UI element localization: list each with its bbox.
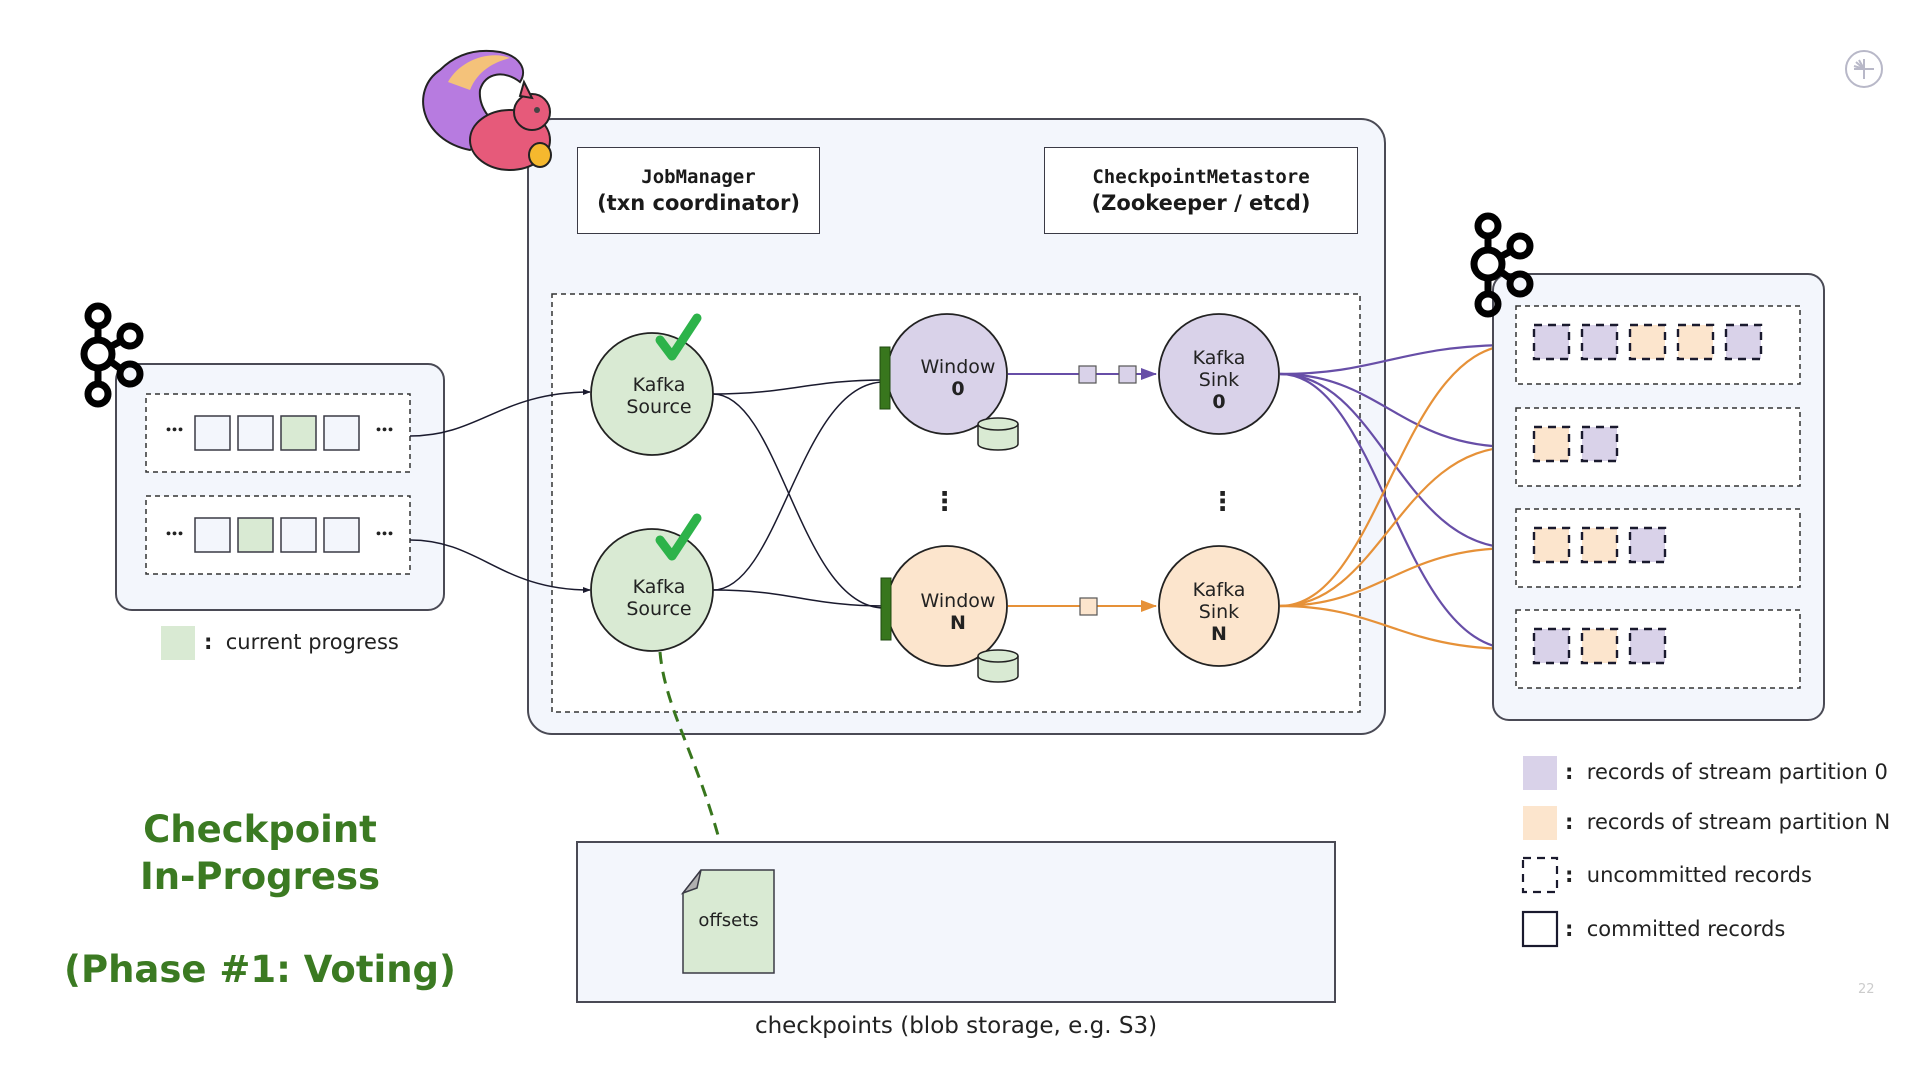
in-flight-record-pN	[1079, 597, 1098, 616]
state-database-icon	[977, 649, 1019, 683]
edge-sink-pN-to-partition-0	[1279, 339, 1515, 608]
legend-swatch-p0	[1523, 756, 1557, 790]
edge-sink-p0-to-partition-1	[1279, 372, 1515, 453]
edge-sink-pN-to-partition-3	[1279, 604, 1515, 655]
edge-input-p1-to-source-n	[409, 539, 591, 593]
in-flight-record-p0	[1078, 365, 1097, 384]
uncommitted-record-pN	[1532, 425, 1571, 463]
checkpoint-barrier-window-0	[879, 346, 891, 410]
checkmark-icon	[655, 513, 702, 561]
uncommitted-record-pN	[1532, 526, 1571, 564]
legend-committed-label: : committed records	[1565, 917, 1786, 941]
sink-ellipsis: ⋮	[1209, 487, 1236, 517]
input-record	[323, 517, 360, 553]
legend-swatch-pN	[1523, 806, 1557, 840]
input-record	[237, 517, 274, 553]
input-record	[194, 415, 231, 451]
job-manager-title: JobManager	[641, 166, 756, 188]
input-partition-0	[145, 393, 411, 473]
input-p1-ellipsis-right: •••	[374, 527, 394, 541]
kafka-icon	[1470, 212, 1534, 318]
uncommitted-record-p0	[1628, 627, 1667, 665]
company-logo-icon	[1845, 50, 1883, 88]
input-p0-ellipsis-right: •••	[374, 423, 394, 437]
input-p1-ellipsis-left: •••	[164, 527, 184, 541]
kafka-icon	[80, 302, 144, 408]
edge-input-p0-to-source-0	[409, 389, 591, 437]
job-manager-subtitle: (txn coordinator)	[597, 191, 800, 215]
uncommitted-record-p0	[1724, 323, 1763, 361]
offsets-file-label: offsets	[698, 910, 759, 931]
edge-sink-p0-to-partition-0	[1279, 339, 1515, 376]
input-record	[280, 517, 317, 553]
job-manager-box[interactable]: JobManager (txn coordinator)	[577, 147, 820, 234]
checkpoint-metastore-subtitle: (Zookeeper / etcd)	[1091, 191, 1311, 215]
kafka-sink-0[interactable]	[1158, 313, 1280, 435]
kafka-source-n[interactable]	[590, 528, 714, 652]
file-fold-icon	[680, 869, 702, 895]
legend-uncommitted-label: : uncommitted records	[1565, 863, 1812, 887]
state-database-icon	[977, 417, 1019, 451]
slide-subtitle: (Phase #1: Voting)	[64, 948, 456, 991]
input-record	[237, 415, 274, 451]
input-p0-ellipsis-left: •••	[164, 423, 184, 437]
uncommitted-record-p0	[1580, 425, 1619, 463]
checkpoint-metastore-title: CheckpointMetastore	[1092, 166, 1310, 188]
legend-pN-label: : records of stream partition N	[1565, 810, 1891, 834]
edge-sink-pN-to-partition-2	[1279, 542, 1515, 608]
edge-source-n-to-window-0	[712, 381, 885, 591]
checkpoint-storage-label: checkpoints (blob storage, e.g. S3)	[754, 1013, 1158, 1039]
edge-source-to-offsets	[658, 651, 726, 859]
edge-source-n-to-window-n	[712, 589, 885, 607]
window-ellipsis: ⋮	[931, 487, 958, 517]
checkmark-icon	[655, 313, 702, 361]
page-number: 22	[1858, 982, 1875, 997]
slide-title-line1: Checkpoint	[143, 808, 377, 851]
legend-progress-label: : current progress	[204, 630, 399, 654]
kafka-source-0[interactable]	[590, 332, 714, 456]
uncommitted-record-p0	[1532, 627, 1571, 665]
edge-source-0-to-window-0	[712, 379, 885, 395]
input-record	[194, 517, 231, 553]
uncommitted-record-pN	[1628, 323, 1667, 361]
input-partition-1	[145, 495, 411, 575]
edge-sink-p0-to-partition-3	[1279, 372, 1515, 655]
input-record	[323, 415, 360, 451]
edge-sink-pN-to-partition-1	[1279, 441, 1515, 608]
uncommitted-record-p0	[1628, 526, 1667, 564]
uncommitted-record-pN	[1580, 627, 1619, 665]
legend-p0-label: : records of stream partition 0	[1565, 760, 1888, 784]
kafka-sink-n[interactable]	[1158, 545, 1280, 667]
flink-squirrel-icon	[422, 49, 552, 171]
legend-progress-swatch	[161, 626, 195, 660]
checkpoint-metastore-box[interactable]: CheckpointMetastore (Zookeeper / etcd)	[1044, 147, 1358, 234]
uncommitted-record-pN	[1676, 323, 1715, 361]
edge-sink-p0-to-partition-2	[1279, 372, 1515, 554]
input-record	[280, 415, 317, 451]
checkpoint-barrier-window-n	[880, 577, 892, 641]
output-topic-container	[1492, 273, 1825, 721]
in-flight-record-p0	[1118, 365, 1137, 384]
legend-swatch-committed	[1521, 910, 1559, 948]
slide-title-line2: In-Progress	[139, 855, 381, 898]
uncommitted-record-pN	[1580, 526, 1619, 564]
uncommitted-record-p0	[1580, 323, 1619, 361]
uncommitted-record-p0	[1532, 323, 1571, 361]
legend-swatch-uncommitted	[1521, 856, 1559, 894]
edge-source-0-to-window-n	[712, 393, 885, 609]
